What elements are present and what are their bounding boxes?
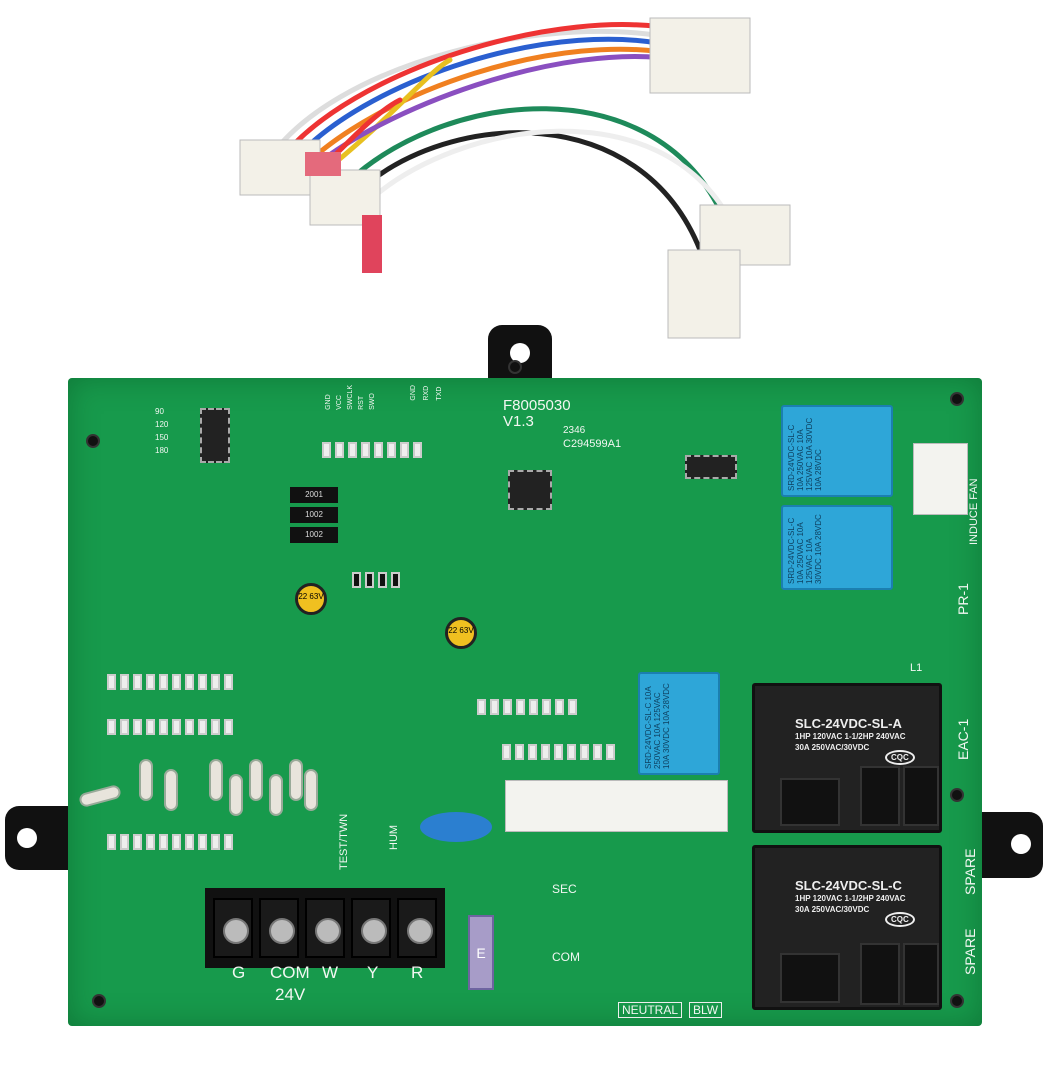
hum-label: HUM (388, 824, 400, 850)
relay-c: SLC-24VDC-SL-C 1HP 120VAC 1-1/2HP 240VAC… (752, 845, 942, 1010)
pin-label: GND (325, 394, 332, 410)
screw-icon (508, 360, 522, 374)
relay-rating: 30A 250VAC/30VDC (795, 905, 870, 914)
screw-icon (86, 434, 100, 448)
resistor: 1002 (290, 507, 338, 523)
terminal-label: W (322, 963, 339, 982)
terminal-block (205, 888, 445, 968)
smd-row (105, 672, 235, 697)
serial: C294599A1 (563, 438, 622, 450)
date-code: 2346 (563, 425, 586, 436)
speed-jumper[interactable] (200, 408, 230, 463)
pin-label: SWO (369, 393, 376, 410)
resistor: 2001 (290, 487, 338, 503)
relay-no-terminal[interactable] (860, 943, 900, 1005)
speed-labels: 90 120 150 180 (155, 405, 168, 457)
smd-row (350, 570, 402, 595)
part-number: F8005030 (503, 397, 571, 414)
smd-row (105, 717, 235, 742)
relay-rating: 30A 250VAC/30VDC (795, 743, 870, 752)
smd-row (320, 440, 424, 465)
relay-model: SLC-24VDC-SL-C (795, 878, 902, 893)
blw-label: BLW (689, 1002, 723, 1018)
relay-no-terminal[interactable] (860, 766, 900, 826)
l1-label: L1 (910, 662, 923, 674)
terminal-screw-y[interactable] (351, 898, 391, 958)
speed-label: 120 (155, 420, 169, 429)
com-label: COM (552, 950, 580, 964)
relay-com-terminal[interactable] (780, 953, 840, 1003)
relay-a: SLC-24VDC-SL-A 1HP 120VAC 1-1/2HP 240VAC… (752, 683, 942, 833)
harness-wires (262, 22, 733, 253)
resistor-bank: 2001 1002 1002 (290, 487, 338, 543)
pin-label: TXD (436, 386, 443, 401)
terminal-label: COM (270, 963, 310, 982)
terminal-screw-w[interactable] (305, 898, 345, 958)
spade-terminal-1 (305, 152, 341, 176)
version: V1.3 (503, 413, 534, 430)
terminal-screw-g[interactable] (213, 898, 253, 958)
relay-rating: 1HP 120VAC 1-1/2HP 240VAC (795, 732, 906, 741)
screw-icon (950, 788, 964, 802)
connector-right (649, 17, 751, 94)
neutral-label: NEUTRAL (618, 1002, 683, 1018)
fuse[interactable]: E (468, 915, 494, 990)
axial-resistors (79, 759, 318, 816)
pin-label: VCC (336, 395, 343, 410)
inducer-label: INDUCE FAN (968, 478, 980, 545)
speed-label: 180 (155, 446, 169, 455)
screw-icon (92, 994, 106, 1008)
smd-row (475, 697, 579, 722)
screw-icon (950, 392, 964, 406)
terminal-label: Y (367, 963, 379, 982)
terminal-labels: G COM W Y R (232, 963, 423, 983)
wire-harness (239, 17, 791, 339)
relay-nc-terminal[interactable] (903, 943, 939, 1005)
eac1-label: EAC-1 (955, 718, 971, 760)
smd-row (105, 832, 235, 857)
capacitor: 22 63V (295, 583, 327, 615)
sec-label: SEC (552, 882, 577, 896)
pressure-relay: SRD-24VDC-SL-C 10A 250VAC 10A 125VAC 10A… (781, 505, 893, 590)
relay-model: SLC-24VDC-SL-A (795, 716, 902, 731)
smd-row (500, 742, 617, 767)
inducer-fan-connector[interactable] (913, 443, 968, 515)
small-relay: SRD-24VDC-SL-C 10A 250VAC 10A 125VAC 10A… (638, 672, 720, 775)
cqc-cert-mark: CQC (885, 912, 915, 927)
resistor: 1002 (290, 527, 338, 543)
connector-mid (309, 169, 381, 226)
microcontroller-chip (508, 470, 552, 510)
inducer-relay: SRD-24VDC-SL-C 10A 250VAC 10A 125VAC 10A… (781, 405, 893, 497)
terminal-screw-com[interactable] (259, 898, 299, 958)
relay-nc-terminal[interactable] (903, 766, 939, 826)
cqc-cert-mark: CQC (885, 750, 915, 765)
speed-label: 150 (155, 433, 169, 442)
terminal-label: R (411, 963, 424, 982)
screw-icon (950, 994, 964, 1008)
pr1-label: PR-1 (955, 583, 971, 615)
spare-label-1: SPARE (962, 848, 978, 895)
relay-com-terminal[interactable] (780, 778, 840, 826)
connector-bottom-2 (667, 249, 741, 339)
spare-label-2: SPARE (962, 928, 978, 975)
ic-chip (685, 455, 737, 479)
spade-terminal-2 (362, 215, 382, 273)
test-twn-label: TEST/TWN (338, 813, 350, 870)
disc-capacitor (420, 812, 492, 842)
terminal-screw-r[interactable] (397, 898, 437, 958)
relay-rating: 1HP 120VAC 1-1/2HP 240VAC (795, 894, 906, 903)
uart-header: GND RXD TXD (410, 385, 443, 401)
capacitor: 22 63V (445, 617, 477, 649)
pin-label: GND (410, 385, 417, 401)
voltage-label: 24V (275, 985, 306, 1004)
harness-header[interactable] (505, 780, 728, 832)
pin-label: RXD (423, 385, 430, 401)
pin-label: RST (358, 395, 365, 410)
pin-label: SWCLK (347, 385, 354, 410)
terminal-label: G (232, 963, 246, 982)
speed-label: 90 (155, 407, 164, 416)
prog-header: GND VCC SWCLK RST SWO (325, 385, 376, 410)
